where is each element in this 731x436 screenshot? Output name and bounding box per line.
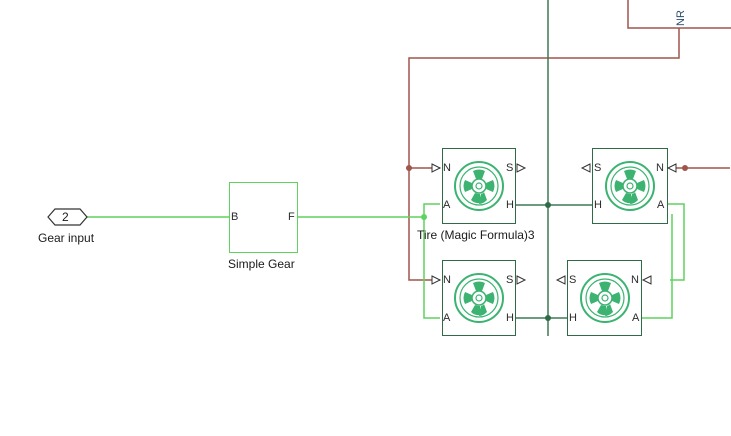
brown-junction-right [682,165,688,171]
gear-input-label: Gear input [38,231,95,245]
simple-gear-port-f: F [288,211,295,223]
tire-bl-port-s: S [506,274,514,286]
top-right-block[interactable] [627,0,731,29]
tire-tl-port-s: S [506,162,514,174]
tire-tr-port-h: H [594,199,602,211]
simple-gear-label: Simple Gear [228,257,295,271]
wheel-icon [580,273,630,323]
tire-tl-port-a: A [443,199,451,211]
tire-tr-port-s: S [594,162,602,174]
green-junction [421,214,427,220]
simple-gear-port-b: B [231,211,239,223]
arrow-out-icon [516,163,527,173]
bus-junction-top [545,202,551,208]
tire-tl-port-h: H [506,199,514,211]
gear-input-port-number: 2 [62,210,69,224]
tire-block-label: Tire (Magic Formula)3 [417,228,535,242]
tire-tr-port-a: A [657,199,665,211]
nr-port-label: NR [675,10,687,26]
tire-bl-port-a: A [443,312,451,324]
tire-br-port-h: H [569,312,577,324]
tire-bl-port-n: N [443,274,451,286]
arrow-out-icon [580,163,591,173]
tire-br-port-a: A [632,312,640,324]
tire-tl-port-n: N [443,162,451,174]
tire-br-port-s: S [569,274,577,286]
arrow-out-icon [516,275,527,285]
tire-bl-port-h: H [506,312,514,324]
arrow-in-icon [431,275,442,285]
tire-tr-port-n: N [656,162,664,174]
arrow-in-icon [666,163,677,173]
brown-junction [406,165,412,171]
tire-br-port-n: N [631,274,639,286]
simple-gear-block[interactable] [229,182,298,253]
dark-green-connections [516,0,592,336]
bus-junction-bottom [545,315,551,321]
gear-input-port[interactable] [47,208,88,226]
arrow-out-icon [555,275,566,285]
green-connections [86,203,685,319]
tire-block-top-right[interactable] [592,148,668,224]
arrow-in-icon [431,163,442,173]
wheel-icon [454,161,504,211]
wheel-icon [454,273,504,323]
arrow-in-icon [641,275,652,285]
wheel-icon [605,161,655,211]
